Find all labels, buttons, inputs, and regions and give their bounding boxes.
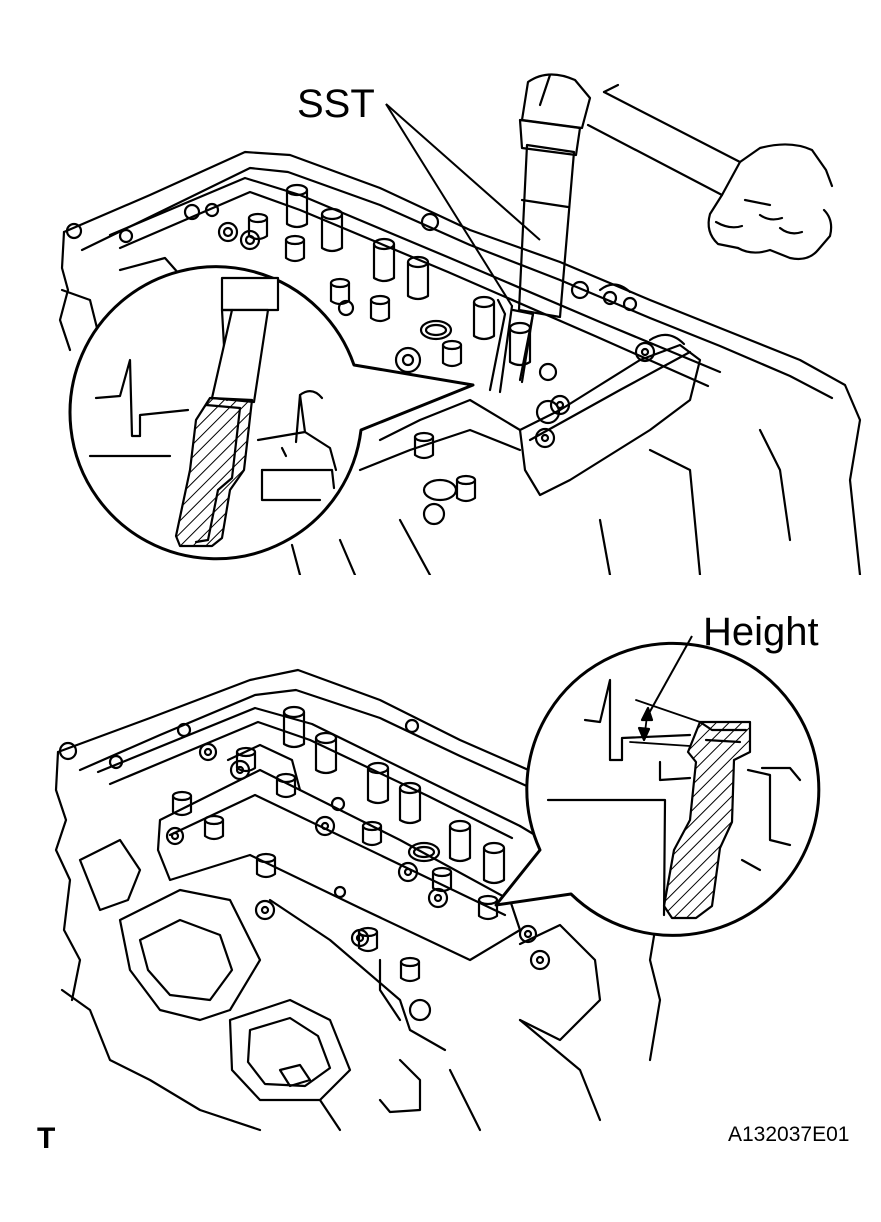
bottom-ports [278, 796, 441, 1114]
bottom-manifold-side [60, 838, 602, 1132]
top-illustration [58, 73, 862, 575]
sst-label: SST [297, 82, 375, 126]
corner-mark: T [37, 1122, 56, 1155]
height-leader-line [647, 635, 693, 716]
sst-leader-lines [385, 103, 541, 307]
top-lifter-bores [285, 183, 532, 367]
bottom-lifter-bores [282, 705, 506, 885]
top-sst-tool [488, 118, 582, 394]
bottom-illustration [54, 668, 662, 1132]
top-bearing-row [358, 341, 702, 497]
top-ports [217, 221, 561, 526]
bottom-guide-bosses [171, 746, 499, 983]
height-label: Height [703, 610, 819, 654]
top-cylinder-head [58, 150, 862, 575]
top-guide-bosses [247, 212, 477, 503]
top-magnifier [68, 265, 475, 561]
top-hand-hammer [520, 73, 834, 261]
bottom-bearing-rows [156, 742, 602, 1052]
figure-reference: A132037E01 [728, 1123, 850, 1146]
bottom-magnifier-detail [546, 678, 802, 920]
top-magnifier-detail [88, 276, 338, 548]
bottom-magnifier [494, 641, 821, 937]
